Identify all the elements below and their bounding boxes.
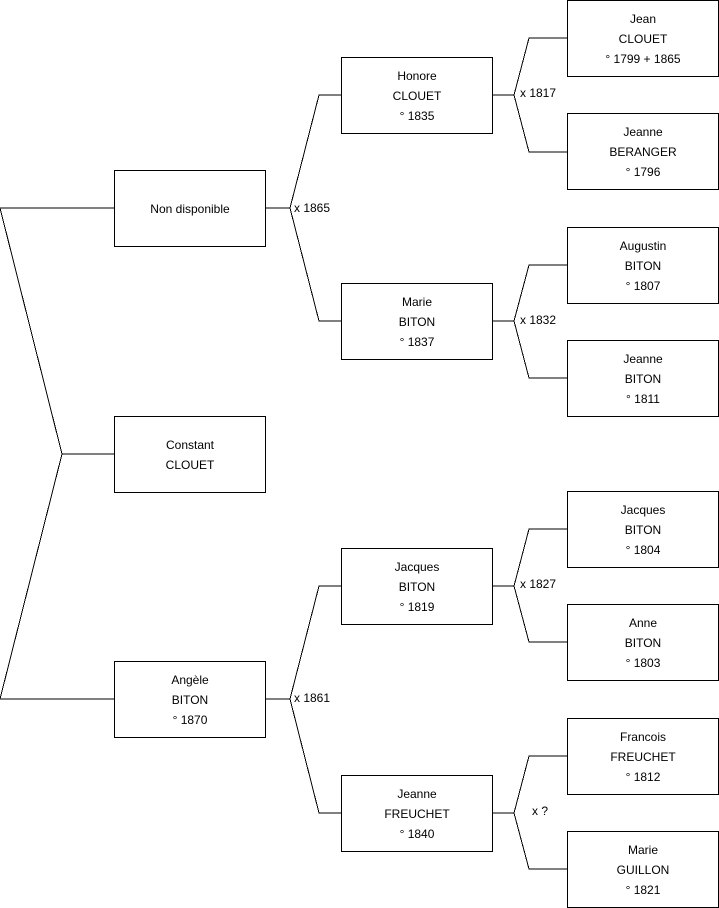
person-name: Non disponible [150, 201, 230, 216]
person-box-mother[interactable]: Angèle BITON ° 1870 [114, 661, 266, 738]
connector-jeanne-francois [492, 755, 567, 814]
person-dates: ° 1812 [625, 769, 661, 784]
connector-honore-jeanne [513, 94, 567, 153]
person-dates: ° 1840 [399, 826, 435, 841]
connector-jacques-anne [513, 585, 567, 643]
person-surname: BITON [624, 522, 662, 537]
person-surname: BITON [398, 314, 436, 329]
person-box-francois-freuchet[interactable]: Francois FREUCHET ° 1812 [567, 718, 719, 795]
person-surname: CLOUET [165, 457, 215, 472]
connector-mother-jeanne [289, 698, 341, 814]
connector-honore-jean [492, 37, 567, 96]
person-box-jeanne-freuchet[interactable]: Jeanne FREUCHET ° 1840 [341, 775, 493, 852]
person-box-jacques-biton-1804[interactable]: Jacques BITON ° 1804 [567, 491, 719, 568]
person-surname: BERANGER [609, 144, 677, 159]
person-surname: CLOUET [618, 31, 668, 46]
person-dates: ° 1819 [399, 599, 435, 614]
person-name: Marie [401, 294, 432, 309]
person-dates: ° 1799 + 1865 [605, 51, 681, 66]
person-dates: ° 1811 [626, 391, 660, 406]
person-surname: BITON [624, 371, 662, 386]
person-surname: BITON [624, 635, 662, 650]
person-name: Francois [619, 729, 666, 744]
person-box-constant[interactable]: Constant CLOUET [114, 416, 266, 493]
person-surname: FREUCHET [610, 749, 676, 764]
person-surname: BITON [398, 579, 436, 594]
person-name: Jeanne [623, 124, 663, 139]
person-box-jeanne-beranger[interactable]: Jeanne BERANGER ° 1796 [567, 113, 719, 190]
marriage-label-jeanne-parents: x ? [532, 804, 549, 818]
person-box-marie-biton[interactable]: Marie BITON ° 1837 [341, 283, 493, 360]
marriage-label-father-parents: x 1865 [294, 201, 331, 215]
connector-jeanne-marie [513, 812, 567, 870]
person-name: Marie [627, 842, 658, 857]
person-name: Jacques [394, 559, 440, 574]
person-name: Constant [165, 437, 215, 452]
person-box-anne-biton[interactable]: Anne BITON ° 1803 [567, 604, 719, 681]
person-surname: FREUCHET [384, 806, 450, 821]
person-box-marie-guillon[interactable]: Marie GUILLON ° 1821 [567, 831, 719, 908]
person-box-jacques-biton-1819[interactable]: Jacques BITON ° 1819 [341, 548, 493, 625]
marriage-label-honore-parents: x 1817 [520, 86, 557, 100]
person-surname: BITON [624, 258, 662, 273]
person-name: Honore [397, 68, 437, 83]
person-box-jean-clouet[interactable]: Jean CLOUET ° 1799 + 1865 [567, 0, 719, 77]
person-name: Jeanne [397, 786, 437, 801]
marriage-label-marie-parents: x 1832 [520, 313, 557, 327]
connector-marie-jeanne [513, 320, 567, 379]
person-dates: ° 1804 [625, 542, 661, 557]
person-surname: GUILLON [616, 862, 670, 877]
person-box-jeanne-biton[interactable]: Jeanne BITON ° 1811 [567, 340, 719, 417]
connector-root-father [0, 207, 114, 455]
connector-father-marie [289, 207, 341, 322]
connector-jacques-jacques [492, 528, 567, 587]
person-box-honore[interactable]: Honore CLOUET ° 1835 [341, 57, 493, 134]
person-dates: ° 1835 [399, 108, 435, 123]
person-name: Jacques [620, 502, 666, 517]
person-dates: ° 1807 [625, 278, 661, 293]
person-dates: ° 1796 [625, 164, 661, 179]
person-dates: ° 1821 [625, 882, 661, 897]
person-name: Jeanne [623, 351, 663, 366]
person-name: Anne [628, 615, 658, 630]
connector-father-honore [265, 94, 341, 209]
person-box-augustin-biton[interactable]: Augustin BITON ° 1807 [567, 227, 719, 304]
person-surname: CLOUET [392, 88, 442, 103]
person-surname: BITON [171, 692, 209, 707]
person-name: Augustin [619, 238, 667, 253]
person-dates: ° 1803 [625, 655, 661, 670]
marriage-label-mother-parents: x 1861 [294, 691, 331, 705]
marriage-label-jacques-parents: x 1827 [520, 577, 557, 591]
connector-root-mother [0, 453, 114, 700]
person-name: Angèle [171, 672, 209, 687]
person-box-father[interactable]: Non disponible [114, 170, 266, 247]
person-dates: ° 1870 [172, 712, 208, 727]
connector-marie-augustin [492, 264, 567, 322]
person-name: Jean [629, 11, 657, 26]
connector-mother-jacques [265, 585, 341, 700]
person-dates: ° 1837 [399, 334, 435, 349]
